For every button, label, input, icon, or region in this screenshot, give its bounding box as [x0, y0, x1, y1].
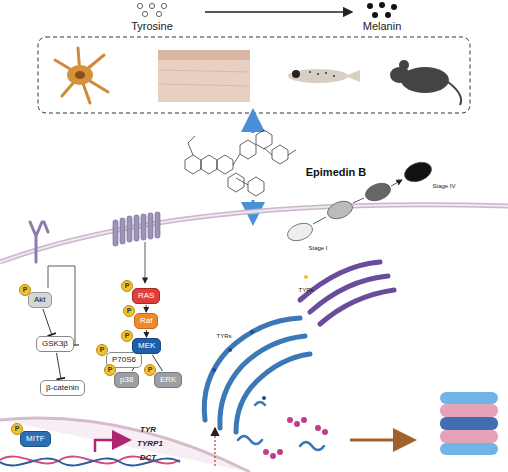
text-label: Melanin [363, 20, 402, 32]
pathway-box: p38 [114, 372, 139, 388]
pathway-connector [146, 330, 147, 337]
text-label: Tyrosine [131, 20, 173, 32]
pathway-connector [43, 309, 52, 335]
node-text: RAS [138, 291, 154, 300]
pathway-box: MEK [132, 338, 161, 354]
phospho-mark: P [144, 364, 156, 376]
pathway-box: ERK [154, 372, 182, 388]
pathway-box: GSK3β [36, 336, 74, 352]
node-text: Raf [140, 316, 152, 325]
node-text: P70S6 [112, 355, 136, 364]
text-label: Epimedin B [306, 166, 367, 178]
node-text: Akt [34, 295, 46, 304]
pathway-box: Raf [134, 313, 158, 329]
phospho-mark: P [104, 364, 116, 376]
phospho-mark: P [121, 330, 133, 342]
pathway-box: Akt [28, 292, 52, 308]
node-text: GSK3β [42, 339, 68, 348]
pathway-box: RAS [132, 288, 160, 304]
text-label: Stage IV [432, 183, 455, 189]
phospho-mark: P [19, 284, 31, 296]
node-text: MITF [26, 434, 45, 443]
phospho-mark: P [123, 305, 135, 317]
phospho-mark: P [11, 423, 23, 435]
phospho-mark: P [96, 344, 108, 356]
text-label: TYRP1 [137, 439, 163, 448]
text-label: Stage I [308, 245, 327, 251]
node-text: β-catenin [46, 383, 79, 392]
pathway-box: β-catenin [40, 380, 85, 396]
text-label: TYRs [217, 333, 232, 339]
pathway-box: MITF [20, 431, 51, 447]
text-label: TYRs [299, 287, 314, 293]
phospho-mark: P [121, 280, 133, 292]
pathway-connector [146, 305, 147, 312]
text-label: TYR [140, 425, 156, 434]
node-text: MEK [138, 341, 155, 350]
pathway-connector [57, 353, 61, 379]
text-label: DCT [140, 453, 156, 462]
node-text: p38 [120, 375, 133, 384]
node-text: ERK [160, 375, 176, 384]
